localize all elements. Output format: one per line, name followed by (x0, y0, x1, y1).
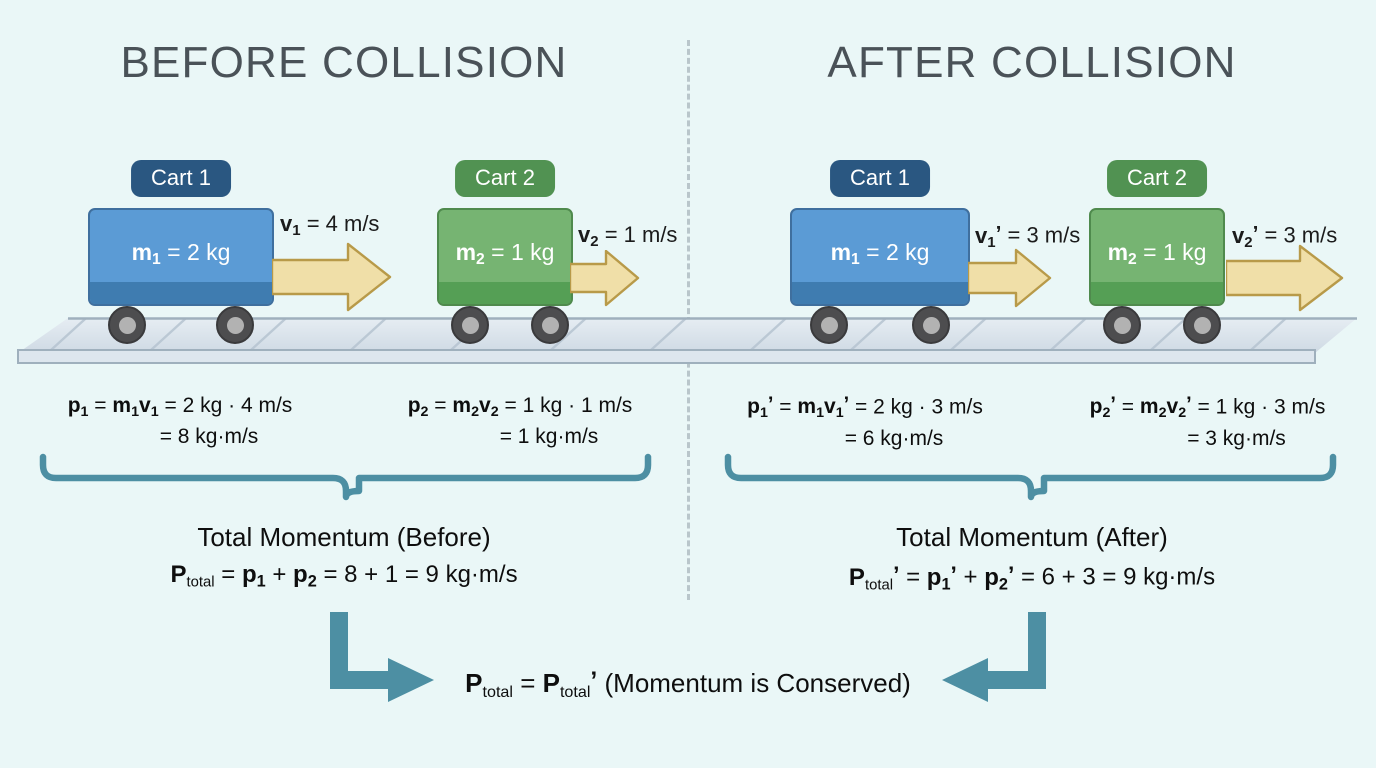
cart-before-2[interactable]: Cart 2 m2 = 1 kg (437, 160, 573, 344)
cart-skirt (439, 282, 571, 304)
cart-mass-label-before-1: m1 = 2 kg (131, 238, 231, 269)
cart-after-2[interactable]: Cart 2 m2 = 1 kg (1089, 160, 1225, 344)
cart-after-1[interactable]: Cart 1 m1 = 2 kg (790, 160, 970, 344)
total-momentum-before: Total Momentum (Before) Ptotal = p1 + p2… (0, 518, 688, 594)
velocity-label-after-1: v1’ = 3 m/s (975, 222, 1081, 251)
cart-badge-before-2: Cart 2 (455, 160, 555, 197)
total-equation-after: Ptotal’ = p1’ + p2’ = 6 + 3 = 9 kg·m/s (848, 561, 1216, 594)
wheel-front (810, 306, 848, 344)
track (0, 300, 1376, 370)
panel-title-before: BEFORE COLLISION (120, 38, 568, 87)
cart-badge-after-1: Cart 1 (830, 160, 930, 197)
cart-body-after-1: m1 = 2 kg (790, 208, 970, 306)
total-heading-after: Total Momentum (After) (896, 522, 1168, 552)
connector-arrow-left (330, 608, 440, 713)
cart-body-before-1: m1 = 2 kg (88, 208, 274, 306)
momentum-equation-after-2: p2’ = m2v2’ = 1 kg · 3 m/s = 3 kg·m/s (1089, 394, 1326, 450)
cart-before-1[interactable]: Cart 1 m1 = 2 kg (88, 160, 274, 344)
connector-arrow-right (936, 608, 1046, 713)
cart-body-after-2: m2 = 1 kg (1089, 208, 1225, 306)
cart-body-before-2: m2 = 1 kg (437, 208, 573, 306)
velocity-arrow-after-2 (1224, 244, 1344, 317)
total-equation-before: Ptotal = p1 + p2 = 8 + 1 = 9 kg·m/s (170, 561, 518, 591)
velocity-arrow-before-1 (270, 242, 392, 317)
cart-mass-label-after-2: m2 = 1 kg (1107, 238, 1207, 269)
wheel-rear (531, 306, 569, 344)
brace-before (38, 452, 658, 509)
momentum-equation-after-1: p1’ = m1v1’ = 2 kg · 3 m/s = 6 kg·m/s (747, 394, 983, 450)
cart-badge-before-1: Cart 1 (131, 160, 231, 197)
conclusion-statement: Ptotal = Ptotal’ (Momentum is Conserved) (465, 668, 911, 701)
cart-skirt (792, 282, 968, 304)
wheel-rear (912, 306, 950, 344)
wheel-rear (216, 306, 254, 344)
wheel-front (451, 306, 489, 344)
wheel-front (108, 306, 146, 344)
total-momentum-after: Total Momentum (After) Ptotal’ = p1’ + p… (688, 518, 1376, 597)
momentum-equation-before-1: p1 = m1v1 = 2 kg · 4 m/s = 8 kg·m/s (67, 394, 293, 449)
momentum-equation-before-2: p2 = m2v2 = 1 kg · 1 m/s = 1 kg·m/s (407, 394, 633, 449)
panel-title-after: AFTER COLLISION (827, 38, 1237, 87)
total-heading-before: Total Momentum (Before) (197, 522, 491, 552)
brace-after (723, 452, 1343, 509)
wheel-rear (1183, 306, 1221, 344)
cart-mass-label-before-2: m2 = 1 kg (455, 238, 555, 269)
velocity-arrow-after-1 (966, 248, 1052, 315)
wheel-front (1103, 306, 1141, 344)
velocity-arrow-before-2 (568, 249, 640, 315)
cart-mass-label-after-1: m1 = 2 kg (830, 238, 930, 269)
cart-skirt (1091, 282, 1223, 304)
velocity-label-before-1: v1 = 4 m/s (280, 211, 380, 240)
conclusion-text: (Momentum is Conserved) (604, 668, 911, 698)
cart-skirt (90, 282, 272, 304)
cart-badge-after-2: Cart 2 (1107, 160, 1207, 197)
velocity-label-after-2: v2’ = 3 m/s (1232, 222, 1338, 251)
velocity-label-before-2: v2 = 1 m/s (578, 222, 678, 251)
